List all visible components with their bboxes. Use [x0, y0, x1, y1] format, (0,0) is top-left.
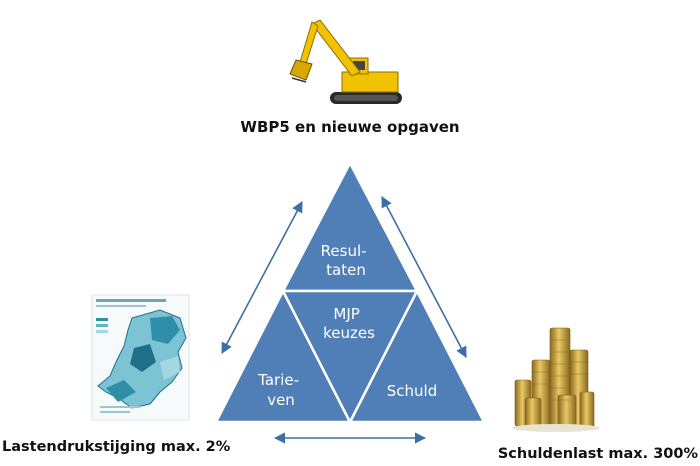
triangle-top-label: Resul- taten: [321, 242, 372, 279]
top-caption: WBP5 en nieuwe opgaven: [240, 118, 460, 136]
arrow-right-edge: [381, 196, 467, 358]
excavator-image: [278, 14, 408, 106]
triangle-left-label: Tarie- ven: [257, 371, 304, 409]
triangle-center-label: MJP keuzes: [323, 305, 375, 342]
coin-stacks-image: [497, 318, 600, 433]
left-caption: Lastendrukstijging max. 2%: [2, 439, 231, 455]
arrow-left-edge: [221, 201, 303, 354]
right-caption: Schuldenlast max. 300%: [497, 446, 698, 462]
netherlands-map-image: [91, 294, 190, 421]
triangle-right-label: Schuld: [387, 382, 437, 400]
mjp-triangle: [213, 160, 487, 425]
